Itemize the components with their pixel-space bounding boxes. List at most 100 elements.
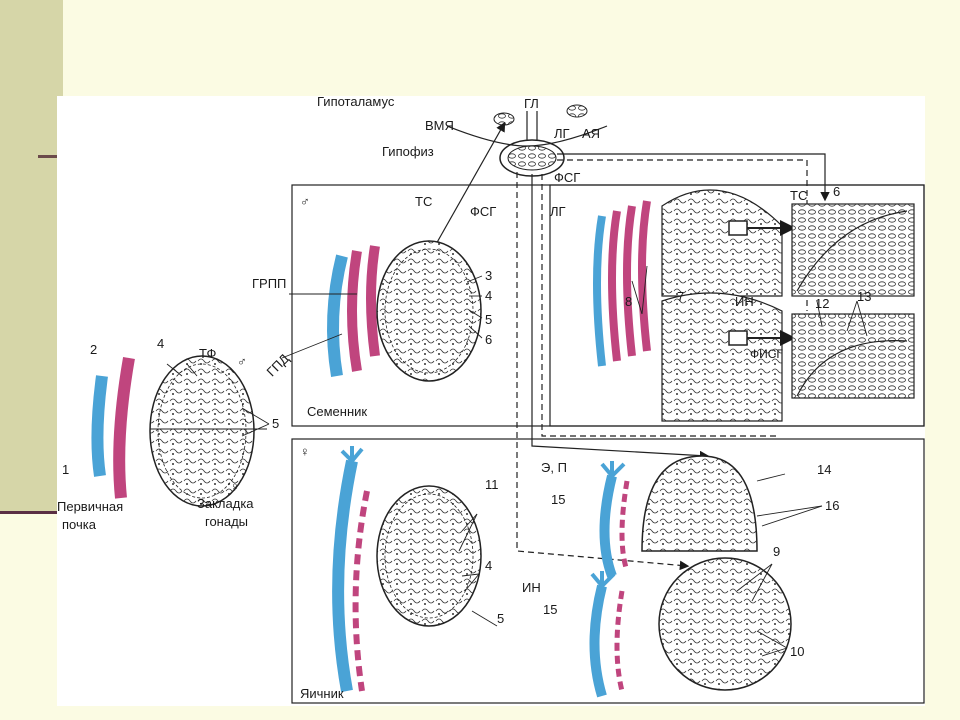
seminiferous-tubules-upper (661, 189, 783, 297)
label-primary-kidney-1: Первичная (57, 499, 123, 514)
label-hypothalamus: Гипоталамус (317, 96, 395, 109)
in-feedback-line (516, 172, 690, 571)
label-lg-top: ЛГ (554, 126, 570, 141)
pituitary-anterior-lobe (507, 145, 557, 171)
label-4-ovary: 4 (485, 558, 492, 573)
label-1: 1 (62, 462, 69, 477)
testis-detail-frame (549, 184, 925, 427)
label-12: 12 (815, 296, 829, 311)
label-4-left: 4 (157, 336, 164, 351)
label-in-top: ИН (735, 294, 754, 309)
label-female-sign-left: ♀ (230, 479, 240, 494)
label-tf: ТФ (199, 346, 217, 361)
label-testis: Семенник (307, 404, 367, 419)
ovary-magenta-duct (352, 490, 370, 692)
label-fsg-mid: ФСГ (470, 204, 496, 219)
primary-kidney-blue-duct (91, 375, 108, 477)
aya-nucleus (566, 104, 588, 118)
ovary-right-fimbria-top (600, 461, 626, 478)
slide-rule-bottom (0, 511, 63, 514)
leader-lines (166, 265, 868, 657)
fsg-lg-descending-line (541, 174, 777, 437)
label-15-top: 15 (551, 492, 565, 507)
label-15-bottom: 15 (543, 602, 557, 617)
label-pituitary: Гипофиз (382, 144, 434, 159)
label-16: 16 (825, 498, 839, 513)
gonad-development-diagram: Гипоталамус ГЛ ВМЯ АЯ ЛГ Гипофиз ФСГ ♂ Т… (57, 96, 925, 706)
ovary-inner (384, 493, 474, 619)
label-gonad-1: Закладка (197, 496, 254, 511)
label-male-sign: ♂ (300, 194, 310, 209)
label-3: 3 (485, 268, 492, 283)
label-gpd: ГПД (264, 351, 293, 380)
gonad-primordium-inner (157, 363, 247, 499)
ovary-mature (658, 557, 792, 691)
label-10: 10 (790, 644, 804, 659)
label-ep: Э, П (541, 460, 567, 475)
label-ovary: Яичник (300, 686, 344, 701)
label-fsg-top: ФСГ (554, 170, 580, 185)
zoom-box-lower (728, 330, 748, 346)
detail-magenta-duct-3 (638, 200, 651, 352)
label-aya: АЯ (582, 126, 600, 141)
label-lg-mid: ЛГ (550, 204, 566, 219)
ovary-right-fimbria-bottom (590, 571, 616, 588)
leydig-detail-curve (796, 340, 908, 397)
ovary-right-magenta-duct-bottom (614, 590, 625, 692)
ovary-cortex-top (641, 455, 758, 552)
label-female-sign: ♀ (300, 444, 310, 459)
ovary-right-blue-duct-bottom (589, 584, 607, 698)
label-9: 9 (773, 544, 780, 559)
slide-sidebar-decoration (0, 0, 63, 513)
label-male-sign-2: ♂ (237, 354, 247, 369)
sertoli-detail-box (791, 203, 915, 297)
detail-magenta-duct-1 (608, 210, 621, 362)
testis-magenta-duct-2 (366, 245, 380, 357)
diagram-canvas: Гипоталамус ГЛ ВМЯ АЯ ЛГ Гипофиз ФСГ ♂ Т… (57, 96, 925, 704)
label-14: 14 (817, 462, 831, 477)
primary-kidney-magenta-duct (113, 356, 135, 499)
sertoli-detail-curve (796, 210, 908, 292)
label-5-left: 5 (272, 416, 279, 431)
leydig-detail-box (791, 313, 915, 399)
ovary-right-blue-duct-top (599, 474, 617, 578)
pituitary-stalk (526, 111, 538, 141)
label-grpp: ГРПП (252, 276, 286, 291)
label-4-testis: 4 (485, 288, 492, 303)
label-5-testis: 5 (485, 312, 492, 327)
label-vmya: ВМЯ (425, 118, 454, 133)
label-2: 2 (90, 342, 97, 357)
label-13: 13 (857, 289, 871, 304)
label-ts-right: ТС (790, 188, 807, 203)
ovary-panel-frame (291, 438, 925, 704)
label-11: 11 (485, 477, 499, 492)
label-primary-kidney-2: почка (62, 517, 97, 532)
ts-feedback-arrow (434, 121, 506, 247)
label-gonad-2: гонады (205, 514, 248, 529)
label-in-bottom: ИН (522, 580, 541, 595)
detail-blue-duct-top (593, 215, 606, 367)
seminiferous-tubules-lower (661, 292, 783, 422)
ep-pathway-line (531, 174, 710, 461)
label-fisg: ФИСГ (750, 347, 783, 361)
label-8: 8 (625, 294, 632, 309)
testis-magenta-duct-1 (347, 250, 362, 372)
testis-blue-duct (327, 254, 348, 377)
label-7: 7 (677, 289, 684, 304)
label-6-top: 6 (833, 184, 840, 199)
ovary-fimbria (340, 446, 364, 463)
vmya-nucleus (493, 112, 515, 126)
detail-magenta-duct-2 (623, 205, 636, 357)
label-gl: ГЛ (524, 96, 539, 111)
label-6-testis: 6 (485, 332, 492, 347)
testis-section (376, 240, 482, 382)
ovary-right-magenta-duct-top (619, 480, 630, 572)
label-5-ovary: 5 (497, 611, 504, 626)
lg-pathway-line (557, 153, 830, 202)
ovary-section (376, 485, 482, 627)
label-ts-left: ТС (415, 194, 432, 209)
slide-rule-top (38, 155, 63, 158)
zoom-box-upper (728, 220, 748, 236)
ovary-blue-duct (332, 459, 358, 693)
testis-inner (384, 248, 474, 374)
